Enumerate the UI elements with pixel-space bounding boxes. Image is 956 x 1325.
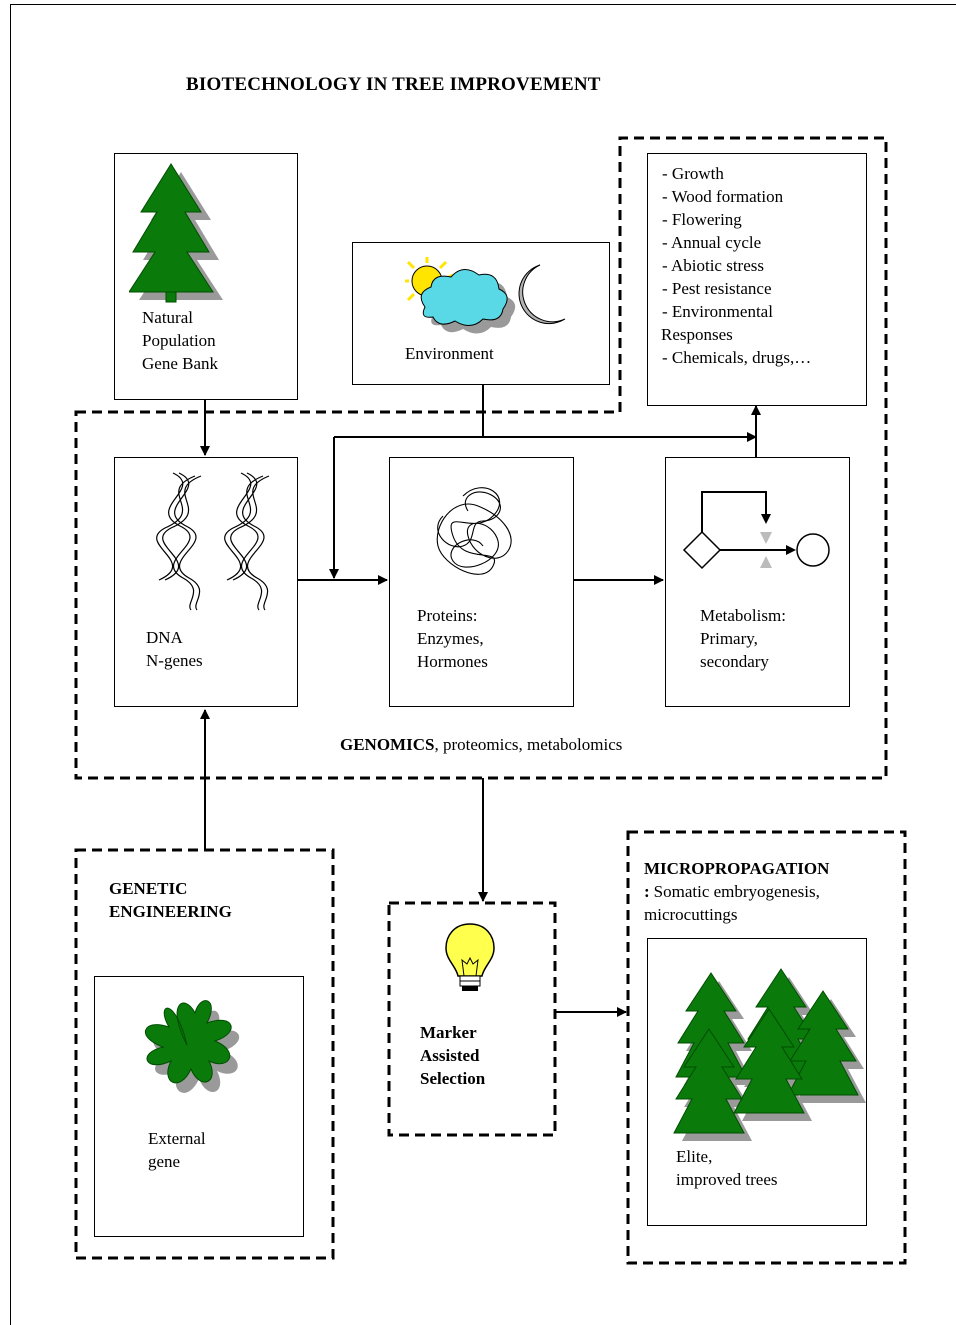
page-frame <box>10 4 956 1325</box>
trait-item: - Annual cycle <box>662 233 762 252</box>
trait-item: Responses <box>661 325 733 344</box>
environment-box: Environment <box>352 242 610 385</box>
genomics-caption: GENOMICS, proteomics, metabolomics <box>340 733 622 756</box>
proteins-label-1: Proteins: <box>417 606 478 625</box>
dna-label-1: DNA <box>146 628 183 647</box>
genomics-caption-rest: , proteomics, metabolomics <box>434 735 623 754</box>
tree-icon <box>129 163 223 303</box>
pathway-icon <box>682 491 830 570</box>
external-gene-box: External gene <box>94 976 304 1237</box>
proteins-label-2: Enzymes, <box>417 629 484 648</box>
trait-item: - Wood formation <box>662 187 784 206</box>
weather-icon <box>405 257 566 334</box>
protein-icon <box>436 487 512 575</box>
genomics-caption-bold: GENOMICS <box>340 735 435 754</box>
metabolism-box: Metabolism: Primary, secondary <box>665 457 850 707</box>
elite-label-2: improved trees <box>676 1170 778 1189</box>
traits-list: - Growth - Wood formation - Flowering - … <box>661 162 812 369</box>
metabolism-label-3: secondary <box>700 652 769 671</box>
micro-subtitle-2: microcuttings <box>644 905 738 924</box>
dna-label-2: N-genes <box>146 651 203 670</box>
trait-item: - Abiotic stress <box>662 256 764 275</box>
mas-group-outline <box>387 901 557 1137</box>
elite-label-1: Elite, <box>676 1147 713 1166</box>
forest-icon <box>673 968 866 1141</box>
gene-bank-label-3: Gene Bank <box>142 354 219 373</box>
ge-title-2: ENGINEERING <box>109 902 232 921</box>
trait-item: - Chemicals, drugs,… <box>662 348 812 367</box>
micro-subtitle-1: :: Somatic embryogenesis, <box>644 882 820 901</box>
proteins-label-3: Hormones <box>417 652 488 671</box>
proteins-box: Proteins: Enzymes, Hormones <box>389 457 574 707</box>
dna-icon <box>156 472 270 611</box>
page-title: BIOTECHNOLOGY IN TREE IMPROVEMENT <box>186 74 601 95</box>
external-gene-label-1: External <box>148 1129 206 1148</box>
genomics-group-outline <box>74 136 888 780</box>
mas-label-2: Assisted <box>420 1046 480 1065</box>
gene-bank-label-1: Natural <box>142 308 193 327</box>
metabolism-label-1: Metabolism: <box>700 606 786 625</box>
mas-label-3: Selection <box>420 1069 486 1088</box>
light-bulb-icon <box>445 923 495 991</box>
gene-bank-box: Natural Population Gene Bank <box>114 153 298 400</box>
external-gene-label-2: gene <box>148 1152 181 1171</box>
gene-bank-label-2: Population <box>142 331 216 350</box>
ge-title-1: GENETIC <box>109 879 188 898</box>
metabolism-label-2: Primary, <box>700 629 758 648</box>
micro-subtitle-1-text: : Somatic embryogenesis, <box>644 882 820 901</box>
trait-item: - Flowering <box>662 210 742 229</box>
environment-label: Environment <box>405 344 494 363</box>
micro-title: MICROPROPAGATION <box>644 859 830 878</box>
trait-item: - Pest resistance <box>662 279 772 298</box>
dna-box: DNA N-genes <box>114 457 298 707</box>
traits-box: - Growth - Wood formation - Flowering - … <box>647 153 867 406</box>
micropropagation-group-outline <box>626 830 907 1265</box>
elite-trees-box: Elite, improved trees <box>647 938 867 1226</box>
star-plant-icon <box>144 1000 240 1093</box>
trait-item: - Growth <box>662 164 724 183</box>
trait-item: - Environmental <box>662 302 773 321</box>
mas-label-1: Marker <box>420 1023 477 1042</box>
